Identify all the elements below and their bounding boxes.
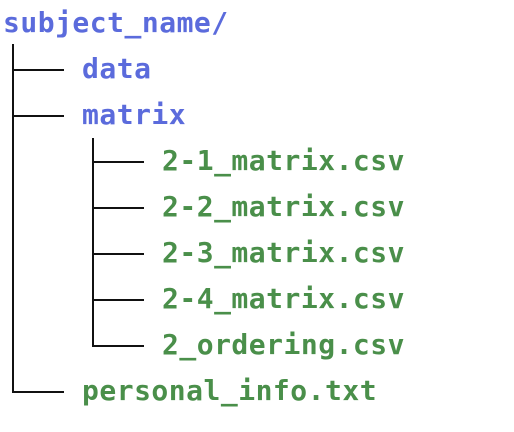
- file-2-ordering-label: 2_ordering.csv: [162, 328, 406, 361]
- connector-matrix: [12, 115, 64, 117]
- connector-2-3-matrix: [92, 253, 144, 255]
- connector-data: [12, 69, 64, 71]
- root-folder-label: subject_name/: [3, 6, 229, 39]
- file-2-1-matrix-label: 2-1_matrix.csv: [162, 144, 406, 177]
- matrix-vertical-connector: [92, 138, 94, 345]
- file-2-4-matrix-label: 2-4_matrix.csv: [162, 282, 406, 315]
- file-2-2-matrix-label: 2-2_matrix.csv: [162, 190, 406, 223]
- connector-personal-info: [12, 391, 64, 393]
- connector-2-ordering: [92, 345, 144, 347]
- folder-matrix-label: matrix: [82, 98, 187, 131]
- connector-2-4-matrix: [92, 299, 144, 301]
- root-vertical-connector: [12, 44, 14, 391]
- connector-2-1-matrix: [92, 161, 144, 163]
- connector-2-2-matrix: [92, 207, 144, 209]
- file-personal-info-label: personal_info.txt: [82, 374, 378, 407]
- file-2-3-matrix-label: 2-3_matrix.csv: [162, 236, 406, 269]
- folder-data-label: data: [82, 52, 152, 85]
